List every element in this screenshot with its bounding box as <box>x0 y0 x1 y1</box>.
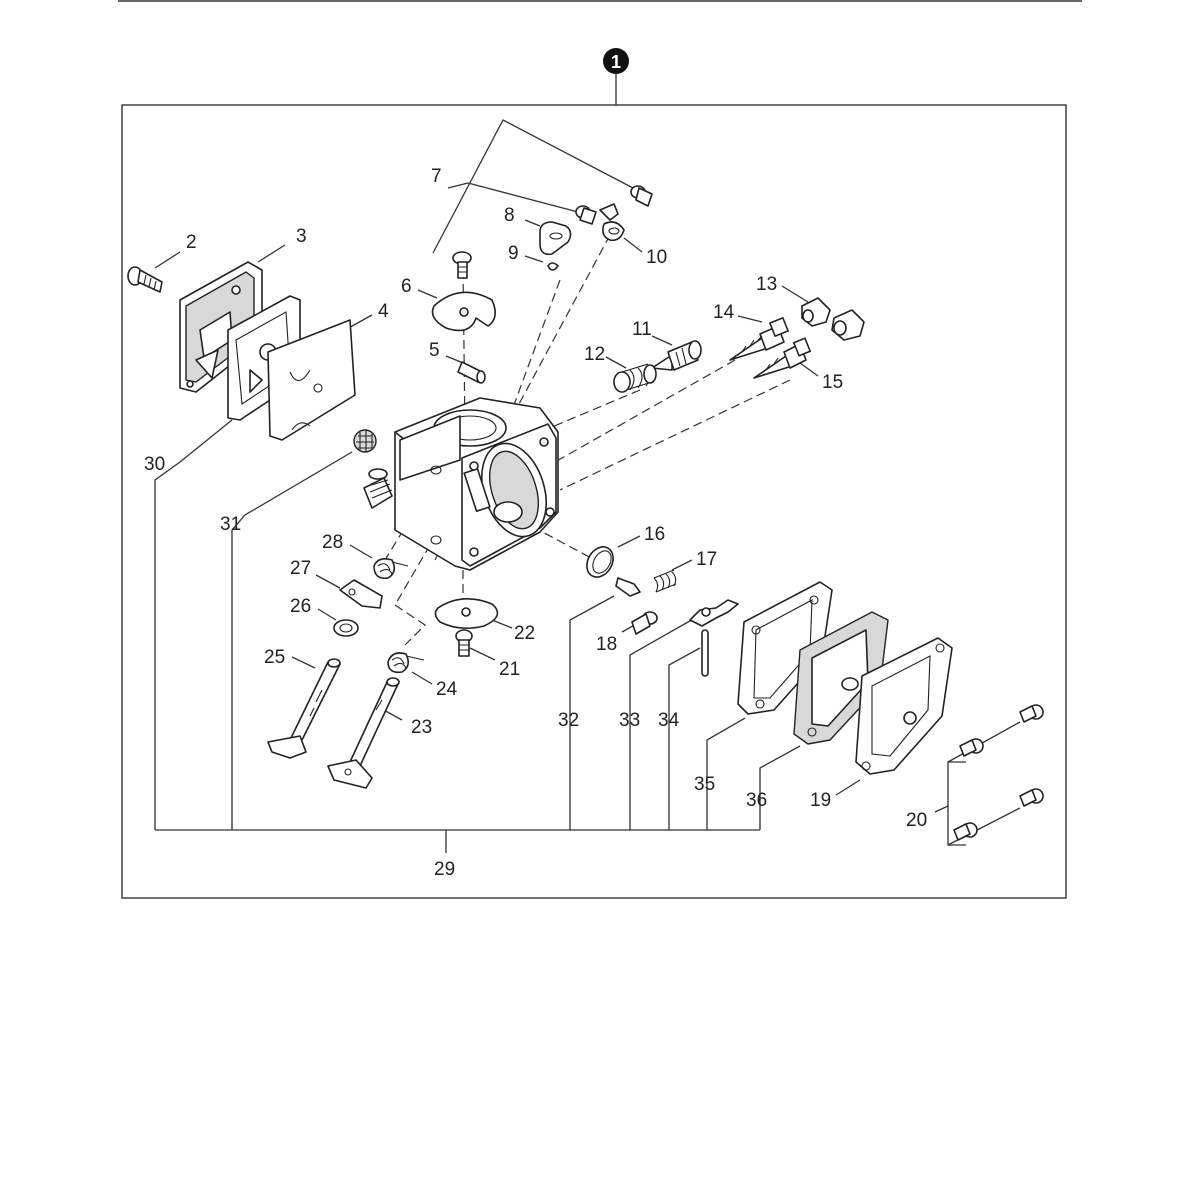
part-label-33: 33 <box>619 710 640 731</box>
spring-24 <box>387 652 425 674</box>
part-label-27: 27 <box>290 558 311 579</box>
part-label-5: 5 <box>429 340 440 361</box>
part-label-3: 3 <box>296 226 307 247</box>
part-label-21: 21 <box>499 659 520 680</box>
part-label-16: 16 <box>644 524 665 545</box>
disc-6 <box>431 291 496 332</box>
cap-13a <box>801 297 831 327</box>
part-label-26: 26 <box>290 596 311 617</box>
diaphragm-4 <box>267 319 356 441</box>
part-label-29: 29 <box>434 859 455 880</box>
disc-22 <box>434 598 499 630</box>
screw-7b <box>575 205 597 225</box>
screw-7c <box>630 185 653 207</box>
part-label-36: 36 <box>746 790 767 811</box>
part-label-20: 20 <box>906 810 927 831</box>
screw-20c <box>1019 788 1044 807</box>
part-label-22: 22 <box>514 623 535 644</box>
diaphragm-36 <box>793 611 889 745</box>
part-label-11: 11 <box>632 319 652 340</box>
cover-plate-3 <box>179 261 263 393</box>
clip-9 <box>547 262 559 271</box>
part-label-34: 34 <box>658 710 680 731</box>
assembly-marker: 1 <box>603 48 629 105</box>
cap-13b <box>831 309 865 341</box>
part-label-28: 28 <box>322 532 343 553</box>
screw-7 <box>452 251 472 279</box>
washer-26 <box>333 619 359 637</box>
part-label-14: 14 <box>713 302 735 323</box>
lever-27 <box>339 579 383 609</box>
pin-5 <box>457 361 486 384</box>
needle-11 <box>651 340 702 371</box>
needle-14 <box>729 317 789 361</box>
assembly-number: 1 <box>611 52 621 72</box>
screw-20d <box>953 822 978 841</box>
screw-20a <box>1019 704 1044 723</box>
part-label-10: 10 <box>646 247 667 268</box>
part-label-23: 23 <box>411 717 432 738</box>
part-label-6: 6 <box>401 276 412 297</box>
needle-15 <box>753 337 811 379</box>
part-label-15: 15 <box>822 372 843 393</box>
part-label-17: 17 <box>696 549 717 570</box>
screen-31 <box>353 429 377 453</box>
oring-16 <box>586 546 614 578</box>
spring-12 <box>613 363 657 393</box>
pin-34 <box>701 629 709 677</box>
shaft-23 <box>327 677 400 789</box>
part-label-7: 7 <box>431 166 442 187</box>
lever-8 <box>539 221 572 256</box>
swivel-10 <box>599 203 625 242</box>
part-label-8: 8 <box>504 205 515 226</box>
part-label-13: 13 <box>756 274 777 295</box>
part-label-9: 9 <box>508 243 519 264</box>
shaft-25 <box>267 658 341 759</box>
part-label-19: 19 <box>810 790 831 811</box>
part-label-35: 35 <box>694 774 715 795</box>
cover-19 <box>855 637 953 775</box>
part-label-18: 18 <box>596 634 617 655</box>
part-label-4: 4 <box>378 301 389 322</box>
part-label-24: 24 <box>436 679 458 700</box>
part-labels: 2 3 4 5 6 7 8 9 10 11 12 13 14 15 16 17 … <box>144 166 927 880</box>
part-label-25: 25 <box>264 647 285 668</box>
part-label-2: 2 <box>186 232 197 253</box>
lever-33 <box>689 599 739 627</box>
part-label-12: 12 <box>584 344 605 365</box>
screw-2 <box>127 266 163 293</box>
part-label-30: 30 <box>144 454 165 475</box>
needle-valve-17 <box>615 569 677 597</box>
carburetor-body <box>363 397 559 571</box>
leader-lines <box>154 119 1021 853</box>
part-label-31: 31 <box>220 514 241 535</box>
part-label-32: 32 <box>558 710 579 731</box>
screw-21 <box>455 629 473 657</box>
gasket-35 <box>737 581 833 715</box>
part-drawings <box>127 185 1044 841</box>
spring-28 <box>373 558 409 580</box>
assembly-frame <box>121 104 1067 899</box>
screw-18 <box>631 611 658 635</box>
screw-20b <box>959 738 984 757</box>
